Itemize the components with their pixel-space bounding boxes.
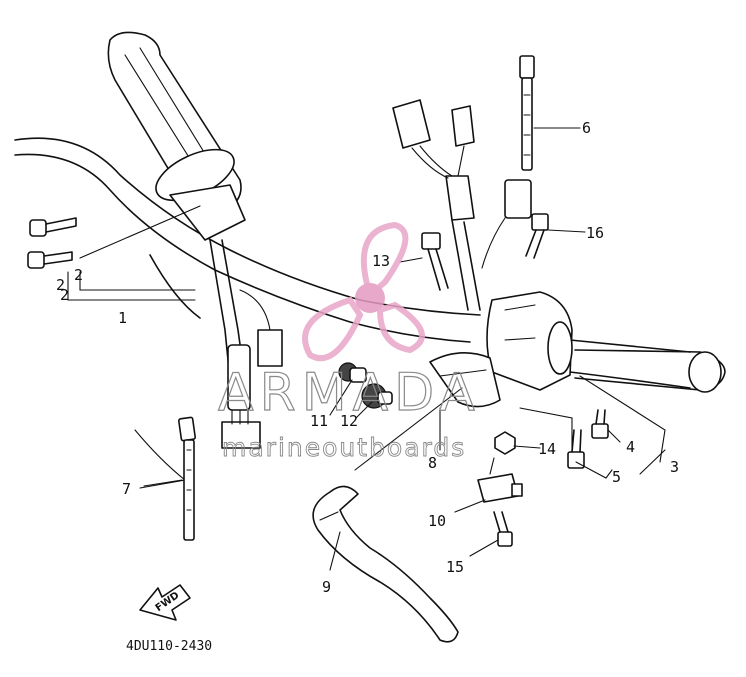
- callout-2a: 2: [56, 276, 65, 294]
- left-connector-small: [257, 329, 283, 367]
- callout-4: 4: [626, 438, 635, 456]
- bolt-13: [421, 232, 449, 291]
- callout-labels: 1 2 2 2 3 4 5 6 7 8 9 10 11 12 13 14 15 …: [56, 119, 679, 596]
- right-connectors-top: [392, 99, 532, 269]
- logo-center: [355, 283, 385, 313]
- screw-15: [493, 511, 513, 547]
- adjuster-12: [361, 383, 393, 409]
- watermark-tagline: marineoutboards: [222, 433, 466, 462]
- callout-leaders-left: [67, 205, 201, 489]
- bolt-16: [525, 213, 549, 259]
- logo-propeller-blade-2: [302, 296, 364, 362]
- armada-logo: [302, 221, 425, 362]
- callout-2c: 2: [60, 286, 69, 304]
- callout-5: 5: [612, 468, 621, 486]
- cable-tie-6: [519, 55, 535, 171]
- watermark-brand: ARMADA: [218, 363, 481, 423]
- callout-2b: 2: [74, 266, 83, 284]
- callout-10: 10: [428, 512, 446, 530]
- callout-1: 1: [118, 309, 127, 327]
- right-switch-housing: [486, 291, 573, 391]
- bolts-4-5: [567, 409, 609, 469]
- callout-8: 8: [428, 454, 437, 472]
- left-switch-housing: [169, 184, 283, 449]
- callout-11: 11: [310, 412, 328, 430]
- callout-16: 16: [586, 224, 604, 242]
- lever-holder: [429, 352, 501, 408]
- callout-6: 6: [582, 119, 591, 137]
- callout-12: 12: [340, 412, 358, 430]
- cable-tie-7: [177, 416, 197, 541]
- logo-propeller-blade-1: [360, 221, 409, 301]
- left-connector: [221, 421, 261, 449]
- adjuster-11: [338, 362, 367, 383]
- callout-3: 3: [670, 458, 679, 476]
- right-switch-cable: [451, 219, 481, 311]
- callout-13: 13: [372, 252, 390, 270]
- logo-propeller-blade-3: [376, 301, 425, 354]
- callout-14: 14: [538, 440, 556, 458]
- screw-pair: [27, 217, 77, 269]
- part-code: 4DU110-2430: [126, 639, 212, 654]
- front-brake-switch: [477, 457, 523, 503]
- callout-9: 9: [322, 578, 331, 596]
- right-grip: [574, 349, 726, 393]
- callout-15: 15: [446, 558, 464, 576]
- callout-7: 7: [122, 480, 131, 498]
- nut-14: [494, 431, 516, 455]
- brake-lever: [312, 485, 459, 643]
- fwd-arrow: FWD: [139, 584, 191, 621]
- callout-leaders: [143, 127, 666, 571]
